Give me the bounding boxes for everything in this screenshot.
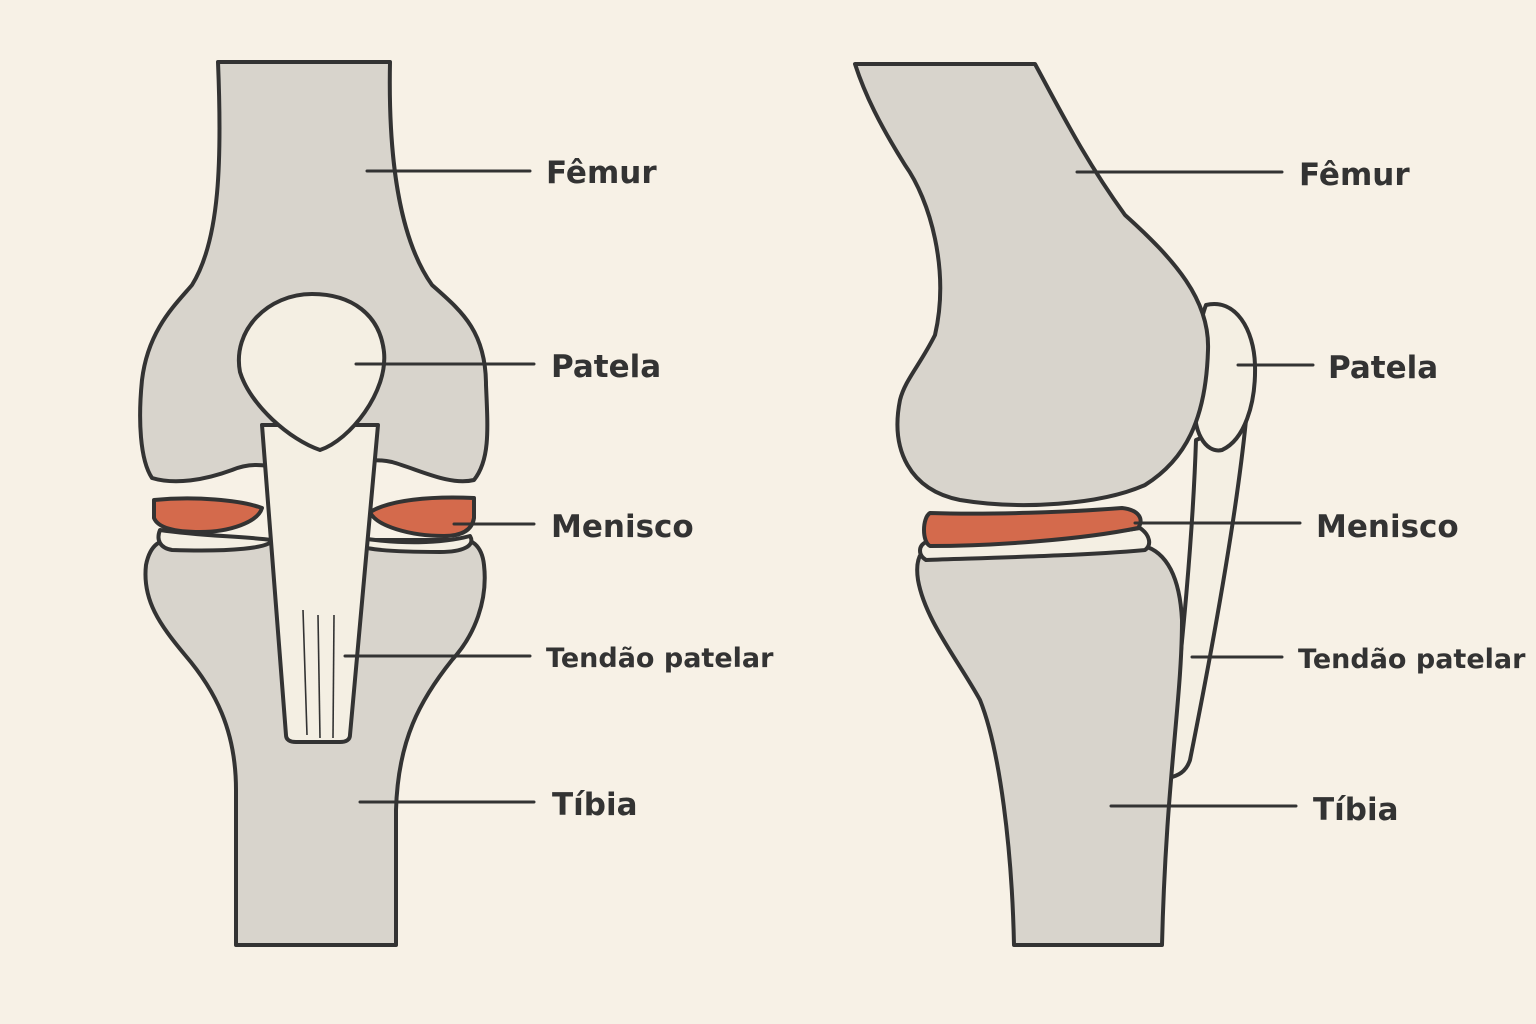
- front-femur-label: Fêmur: [546, 155, 657, 191]
- side-meniscus-label: Menisco: [1316, 509, 1459, 545]
- front-tibia-label: Tíbia: [552, 787, 638, 823]
- front-tibia-plateau: [156, 528, 274, 553]
- front-tendon-fiber: [302, 609, 308, 736]
- front-patellar-tendon: [260, 423, 380, 744]
- side-meniscus: [922, 506, 1143, 548]
- front-tendon-label: Tendão patelar: [546, 643, 774, 674]
- front-tendon-fiber: [332, 614, 335, 739]
- front-meniscus-left: [152, 496, 264, 534]
- side-tendon-label: Tendão patelar: [1298, 644, 1526, 675]
- side-patella-label: Patela: [1328, 350, 1438, 386]
- front-tendon-fiber: [317, 614, 321, 739]
- side-tibia-label: Tíbia: [1313, 792, 1399, 828]
- front-meniscus-label: Menisco: [551, 509, 694, 545]
- side-femur-label: Fêmur: [1299, 157, 1410, 193]
- front-view: Fêmur Patela Menisco Tendão patelar Tíbi…: [138, 60, 774, 947]
- side-view: Fêmur Patela Menisco Tendão patelar Tíbi…: [853, 62, 1526, 947]
- side-patellar-tendon: [1166, 418, 1248, 780]
- front-tibia-plateau-right: [358, 534, 474, 554]
- front-meniscus-right: [368, 495, 476, 538]
- side-femur: [853, 62, 1211, 507]
- front-patella-label: Patela: [551, 349, 661, 385]
- front-patella: [236, 292, 387, 452]
